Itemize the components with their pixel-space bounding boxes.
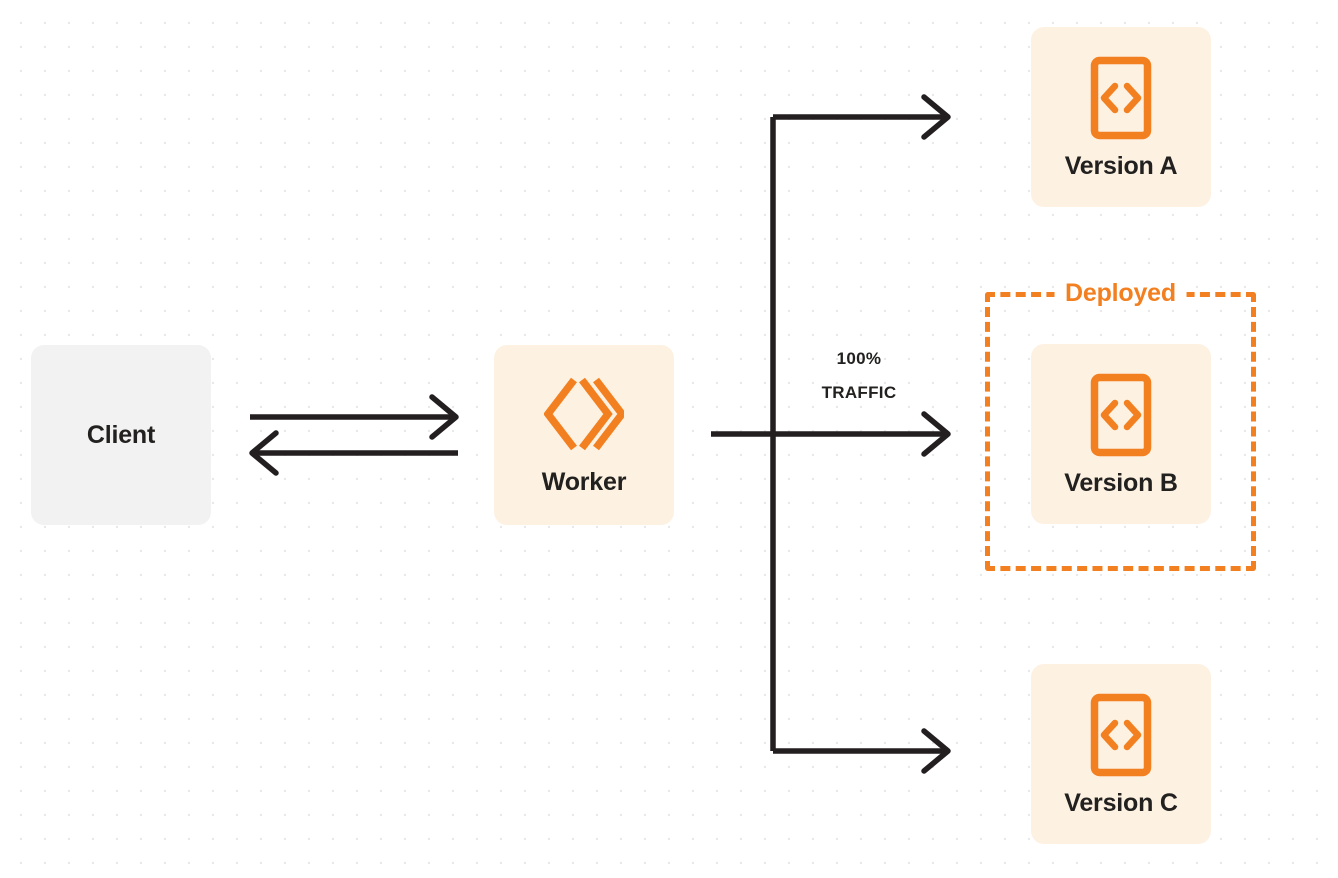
node-client-label: Client: [86, 420, 156, 449]
deployed-group: Deployed: [985, 279, 1256, 571]
cloudflare-workers-logo-icon: [543, 376, 627, 452]
node-worker[interactable]: Worker: [494, 345, 674, 525]
edge-bus-to-version-a: [773, 94, 951, 140]
traffic-percent: 100%: [836, 349, 882, 368]
node-worker-label: Worker: [541, 467, 627, 496]
edge-worker-traffic-bus: [711, 117, 944, 751]
code-document-icon: [1090, 56, 1152, 140]
node-version-a-label: Version A: [1064, 151, 1178, 180]
edge-client-to-worker: [250, 394, 459, 440]
node-version-c[interactable]: Version C: [1031, 664, 1211, 844]
node-version-b[interactable]: Version B: [1031, 344, 1211, 524]
node-version-a[interactable]: Version A: [1031, 27, 1211, 207]
traffic-word: TRAFFIC: [821, 383, 897, 402]
edge-worker-to-client: [249, 430, 458, 476]
edge-bus-to-version-b: [921, 411, 951, 457]
node-client[interactable]: Client: [31, 345, 211, 525]
code-document-icon: [1090, 373, 1152, 457]
deployed-group-label: Deployed: [1054, 279, 1187, 308]
code-document-icon: [1090, 693, 1152, 777]
node-version-b-label: Version B: [1064, 468, 1178, 497]
node-version-c-label: Version C: [1064, 788, 1178, 817]
edge-bus-to-version-c: [773, 728, 951, 774]
traffic-label: 100% TRAFFIC: [801, 350, 917, 401]
